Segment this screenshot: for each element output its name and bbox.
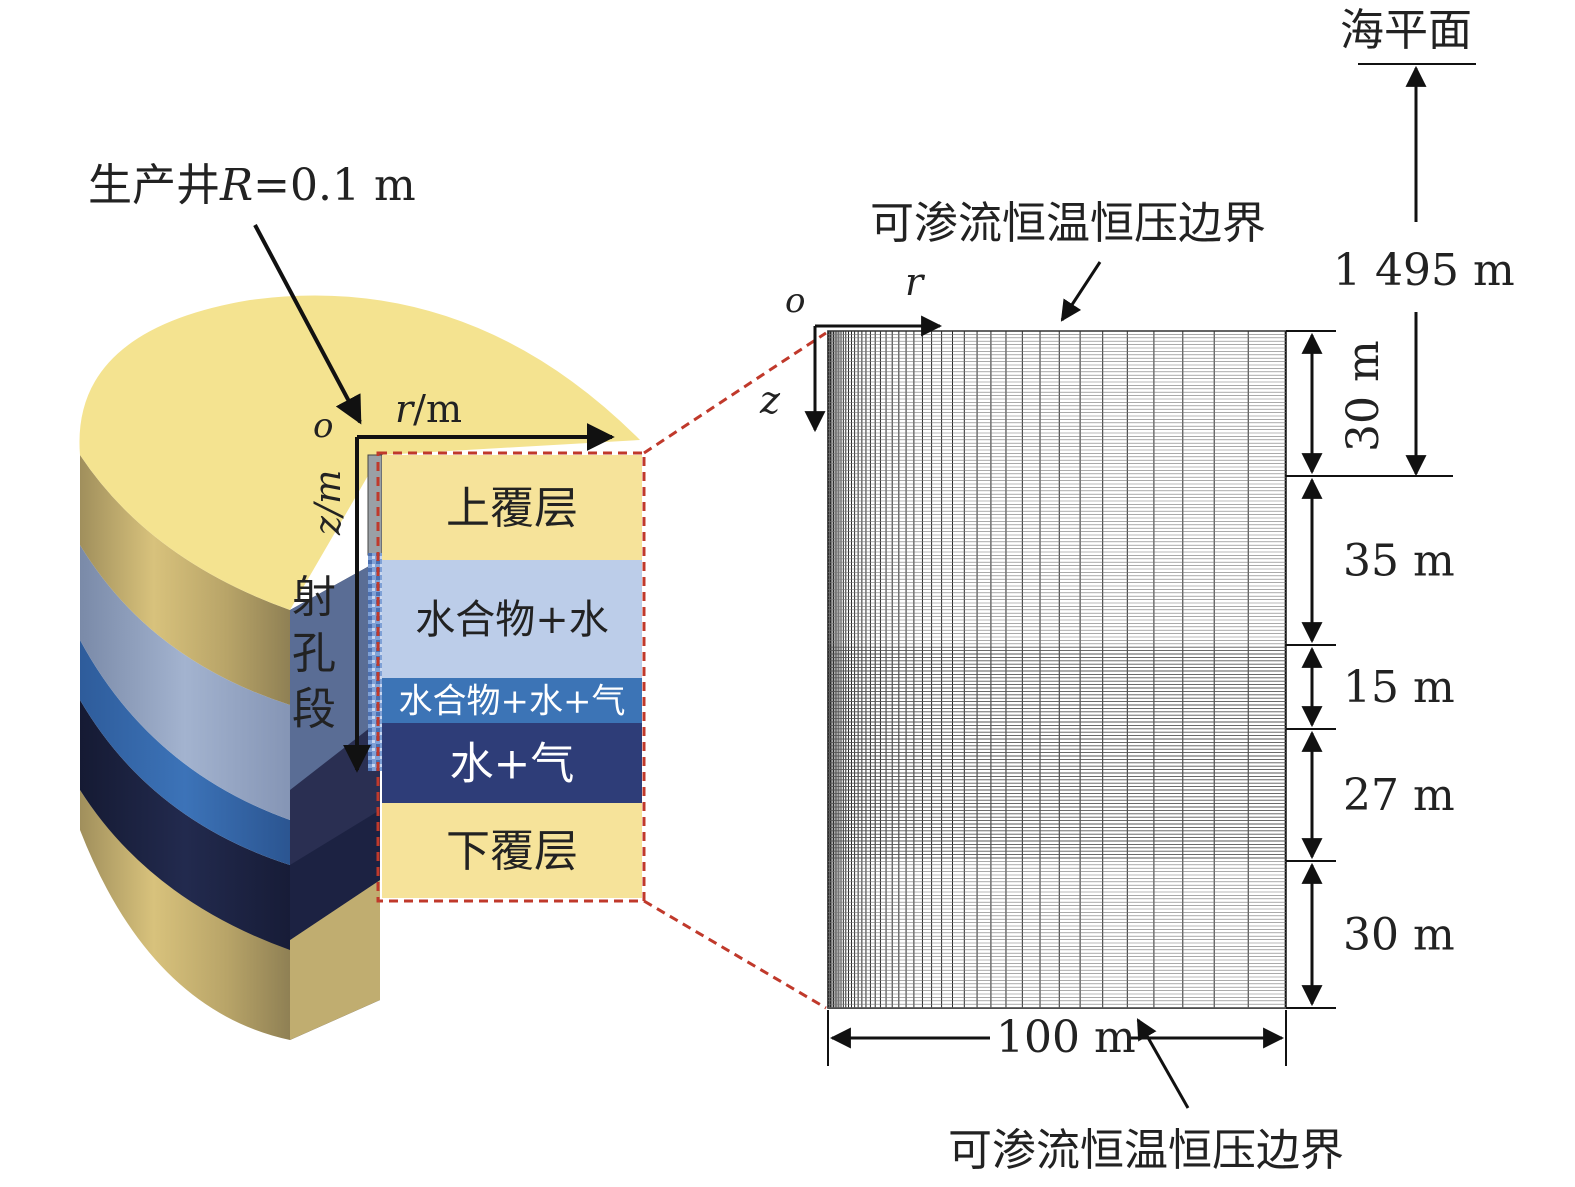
sea-level: 海平面 1 495 m xyxy=(1333,5,1515,477)
layer-label-3: 水+气 xyxy=(450,738,575,789)
thickness-label-2: 15 m xyxy=(1343,662,1455,713)
layer-label-4: 下覆层 xyxy=(446,826,578,877)
width-dimension: 100 m xyxy=(827,1010,1287,1066)
top-boundary-arrow xyxy=(1060,261,1102,322)
layer-label-1: 水合物+水 xyxy=(415,597,609,643)
mesh-axis-origin: o xyxy=(785,281,805,321)
top-boundary-label: 可渗流恒温恒压边界 xyxy=(870,198,1266,249)
cut-face-lower xyxy=(290,880,380,1040)
bottom-boundary-label: 可渗流恒温恒压边界 xyxy=(948,1125,1344,1176)
perforation-section xyxy=(368,553,382,771)
mesh-grid xyxy=(827,330,1287,1009)
left-axis-r-label: r/m xyxy=(395,387,462,431)
perforation-label: 射 孔 段 xyxy=(292,572,336,735)
well-pointer-arrow xyxy=(253,224,362,425)
side-band-top-overburden xyxy=(80,455,290,705)
well-bore xyxy=(367,454,383,556)
mesh-axis-r: r xyxy=(905,260,926,304)
thickness-label-3: 27 m xyxy=(1343,770,1455,821)
svg-text:段: 段 xyxy=(292,684,336,735)
cylinder-top xyxy=(79,295,640,610)
bottom-boundary-arrow xyxy=(1136,1018,1190,1109)
mesh-axis-z: z xyxy=(759,378,781,422)
layer-band-4 xyxy=(382,803,642,898)
left-axis-z-label: z/m xyxy=(308,470,349,536)
thickness-label-4: 30 m xyxy=(1343,910,1455,961)
layer-label-0: 上覆层 xyxy=(446,483,578,534)
side-band-hydrate-water-gas xyxy=(80,640,290,865)
mesh-frame xyxy=(827,330,1287,1009)
zoom-line-bottom xyxy=(643,899,827,1010)
layer-band-1 xyxy=(382,560,642,678)
side-band-water-gas xyxy=(80,700,290,950)
svg-text:孔: 孔 xyxy=(292,628,336,679)
thickness-label-0: 30 m xyxy=(1338,340,1389,452)
svg-text:射: 射 xyxy=(292,572,336,623)
zoom-line-top xyxy=(643,331,827,455)
left-axes: o r/m z/m xyxy=(308,387,615,773)
zoom-box xyxy=(376,451,646,903)
width-dimension-label: 100 m xyxy=(996,1012,1136,1063)
mesh-axes: o r z xyxy=(759,260,943,433)
left-axis-origin: o xyxy=(313,406,333,446)
well-label: 生产井R=0.1 m xyxy=(88,160,416,211)
side-band-bottom-overburden xyxy=(80,790,290,1040)
cut-face-mid xyxy=(290,810,380,940)
side-band-hydrate-water xyxy=(80,545,290,820)
sea-depth-label: 1 495 m xyxy=(1333,245,1515,296)
thickness-dimensions: 30 m 35 m 15 m 27 m 30 m xyxy=(1286,330,1455,1009)
layer-band-2 xyxy=(382,678,642,723)
zoom-indicator xyxy=(376,331,827,1010)
layer-label-2: 水合物+水+气 xyxy=(399,681,626,721)
thickness-label-1: 35 m xyxy=(1343,536,1455,587)
layer-band-0 xyxy=(382,455,642,560)
layer-band-3 xyxy=(382,723,642,803)
sea-level-label: 海平面 xyxy=(1340,5,1472,56)
